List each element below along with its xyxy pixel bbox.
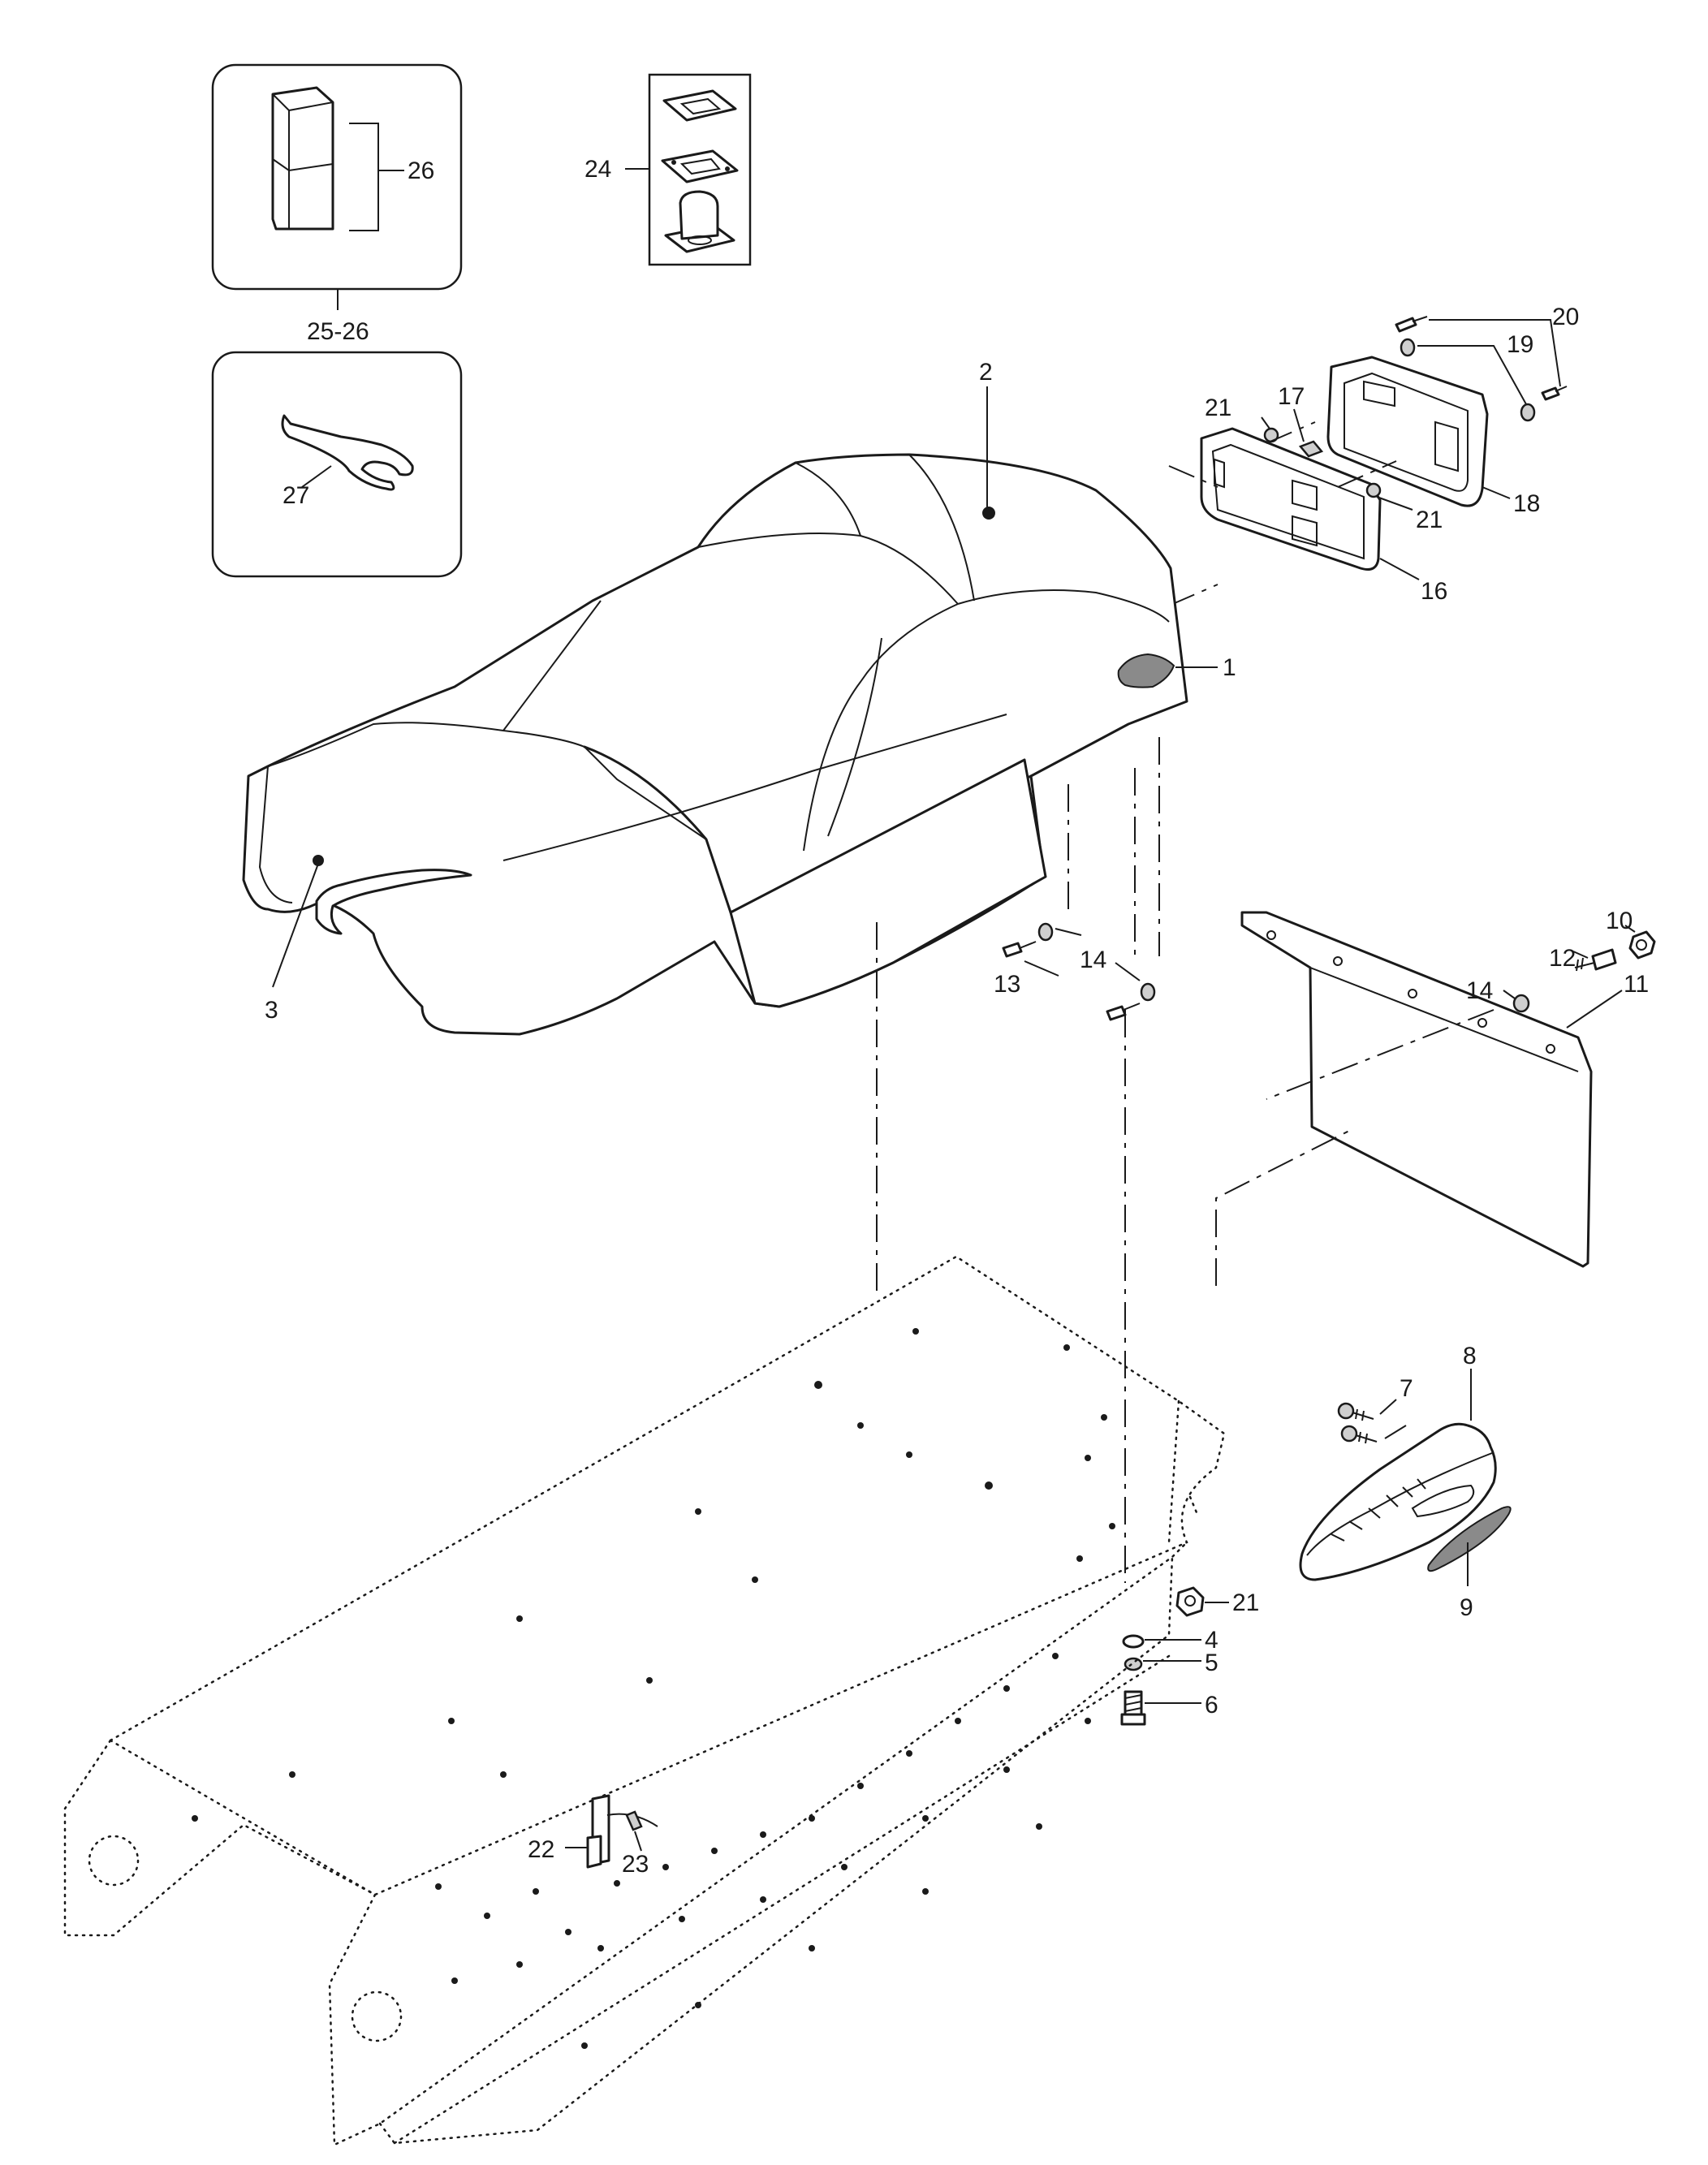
snow-flap [1215, 911, 1656, 1286]
rear-handle [1299, 1369, 1512, 1586]
callout-23: 23 [622, 1851, 649, 1878]
callout-24: 24 [584, 156, 611, 183]
taillight-assembly [1168, 316, 1568, 606]
callout-16: 16 [1421, 578, 1447, 605]
callout-4: 4 [1205, 1627, 1218, 1654]
callout-21c: 21 [1232, 1589, 1259, 1616]
callout-20: 20 [1552, 304, 1579, 330]
callout-11: 11 [1624, 971, 1649, 998]
callout-7: 7 [1400, 1375, 1413, 1402]
callout-14a: 14 [1080, 947, 1106, 973]
callout-12: 12 [1549, 945, 1576, 972]
callout-27: 27 [283, 482, 309, 509]
callout-26: 26 [408, 157, 434, 184]
callout-18: 18 [1513, 490, 1540, 517]
callout-9: 9 [1460, 1594, 1473, 1621]
inset-latch-24 [625, 73, 752, 266]
callout-labels: 1 2 3 4 5 6 7 8 9 10 11 12 13 14 14 16 1… [265, 156, 1649, 1878]
callout-14b: 14 [1466, 977, 1493, 1004]
fasteners-13-14 [1002, 922, 1156, 1021]
callout-17: 17 [1278, 383, 1305, 410]
callout-3: 3 [265, 997, 278, 1024]
callout-8: 8 [1463, 1343, 1477, 1369]
inset-kit-25-26 [211, 63, 463, 310]
tunnel-frame [63, 1255, 1226, 2146]
callout-22: 22 [528, 1836, 554, 1863]
callout-25-26: 25-26 [307, 318, 369, 345]
callout-5: 5 [1205, 1650, 1218, 1676]
callout-1: 1 [1223, 654, 1236, 681]
callout-19: 19 [1507, 331, 1533, 358]
callout-13: 13 [994, 971, 1020, 998]
seat [242, 386, 1218, 1583]
inset-tool-27 [211, 351, 463, 578]
callout-2: 2 [979, 359, 993, 386]
callout-6: 6 [1205, 1692, 1218, 1719]
callout-21b: 21 [1416, 507, 1443, 533]
callout-21a: 21 [1205, 395, 1231, 421]
callout-10: 10 [1606, 908, 1633, 934]
frame-hardware [1120, 1586, 1229, 1726]
